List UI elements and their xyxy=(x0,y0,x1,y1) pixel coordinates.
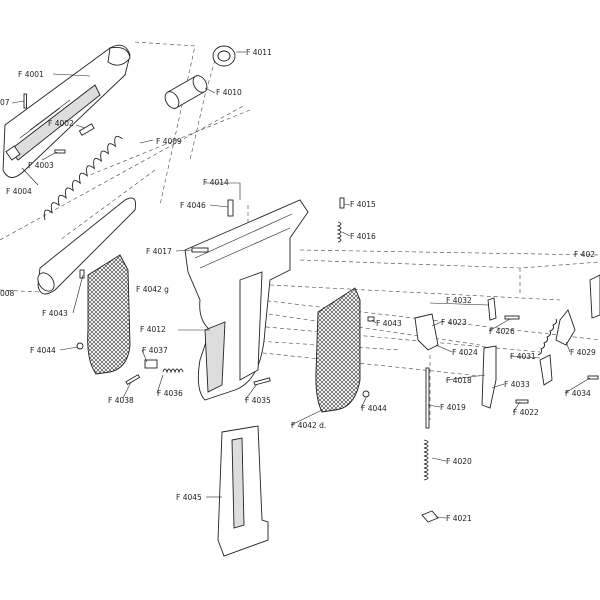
label-F4043a: F 4043 xyxy=(42,309,68,318)
extractor-4002 xyxy=(78,123,95,136)
label-F4037: F 4037 xyxy=(142,346,168,355)
label-F4009: F 4009 xyxy=(156,137,182,146)
label-F4026: F 4026 xyxy=(489,327,515,336)
label-F4043b: F 4043 xyxy=(376,319,402,328)
label-F4035: F 4035 xyxy=(245,396,271,405)
label-F4008: 008 xyxy=(0,289,15,298)
label-F4022: F 4022 xyxy=(513,408,539,417)
label-F4044a: F 4044 xyxy=(30,346,56,355)
label-F4014: F 4014 xyxy=(203,178,229,187)
pin-4015 xyxy=(339,197,345,209)
label-F4023: F 4023 xyxy=(441,318,467,327)
pin-4026 xyxy=(504,315,520,320)
pin-4038 xyxy=(125,374,141,385)
label-F4042d: F 4042 d. xyxy=(291,421,326,430)
label-F4028: F 402 xyxy=(574,250,595,259)
part-4018 xyxy=(481,345,497,409)
label-F4019: F 4019 xyxy=(440,403,466,412)
right-grip-4042d xyxy=(315,287,361,413)
pin-4017 xyxy=(191,247,209,253)
label-F4012: F 4012 xyxy=(140,325,166,334)
label-F4020: F 4020 xyxy=(446,457,472,466)
label-F4016: F 4016 xyxy=(350,232,376,241)
pin-4034 xyxy=(587,375,599,380)
magazine-4045 xyxy=(217,425,269,557)
screw-4044b xyxy=(362,390,370,398)
label-F4010: F 4010 xyxy=(216,88,242,97)
rod-4019 xyxy=(425,367,430,429)
spring-4036 xyxy=(162,368,184,374)
left-grip-4042g xyxy=(87,254,131,375)
label-F4046: F 4046 xyxy=(180,201,206,210)
screw-4044a xyxy=(76,342,84,350)
part-4046 xyxy=(227,199,234,217)
label-F4034: F 4034 xyxy=(565,389,591,398)
pin-4007 xyxy=(23,93,27,109)
pin-4035 xyxy=(253,377,271,386)
slide-part xyxy=(2,44,131,178)
spring-4031 xyxy=(537,318,558,356)
label-F4017: F 4017 xyxy=(146,247,172,256)
label-F4038: F 4038 xyxy=(108,396,134,405)
label-F4045: F 4045 xyxy=(176,493,202,502)
spring-4020 xyxy=(423,439,429,481)
label-F4007: 07 xyxy=(0,98,10,107)
bushing-4043b xyxy=(367,316,375,322)
label-F4036: F 4036 xyxy=(157,389,183,398)
label-F4042g: F 4042 g xyxy=(136,285,169,294)
label-F4031: F 4031 xyxy=(510,352,536,361)
label-F4003: F 4003 xyxy=(28,161,54,170)
pin-4022 xyxy=(515,399,529,404)
part-4033 xyxy=(539,354,553,386)
bushing-4043a xyxy=(79,269,85,279)
label-F4018: F 4018 xyxy=(446,376,472,385)
pin-4003 xyxy=(54,149,66,154)
label-F4033: F 4033 xyxy=(504,380,530,389)
part-4021 xyxy=(421,510,439,523)
barrel-4008 xyxy=(37,197,136,295)
recoil-spring-4009 xyxy=(43,135,123,221)
label-F4011: F 4011 xyxy=(246,48,272,57)
part-4028 xyxy=(589,274,600,319)
label-F4021: F 4021 xyxy=(446,514,472,523)
label-F4004: F 4004 xyxy=(6,187,32,196)
part-4023 xyxy=(414,313,439,351)
leader-lines xyxy=(11,51,591,519)
part-4037 xyxy=(144,359,158,369)
label-F4002: F 4002 xyxy=(48,119,74,128)
label-F4001: F 4001 xyxy=(18,70,44,79)
part-4032 xyxy=(487,297,497,321)
spring-4016 xyxy=(336,221,342,243)
label-F4015: F 4015 xyxy=(350,200,376,209)
label-F4032: F 4032 xyxy=(446,296,472,305)
label-F4024: F 4024 xyxy=(452,348,478,357)
part-labels: F 4001 F 4002 F 4003 F 4004 07 008 F 400… xyxy=(0,48,596,523)
label-F4029: F 4029 xyxy=(570,348,596,357)
label-F4044b: F 4044 xyxy=(361,404,387,413)
hammer-4029 xyxy=(555,309,576,346)
bushing-4010 xyxy=(164,75,208,109)
frame-4012 xyxy=(184,199,309,401)
